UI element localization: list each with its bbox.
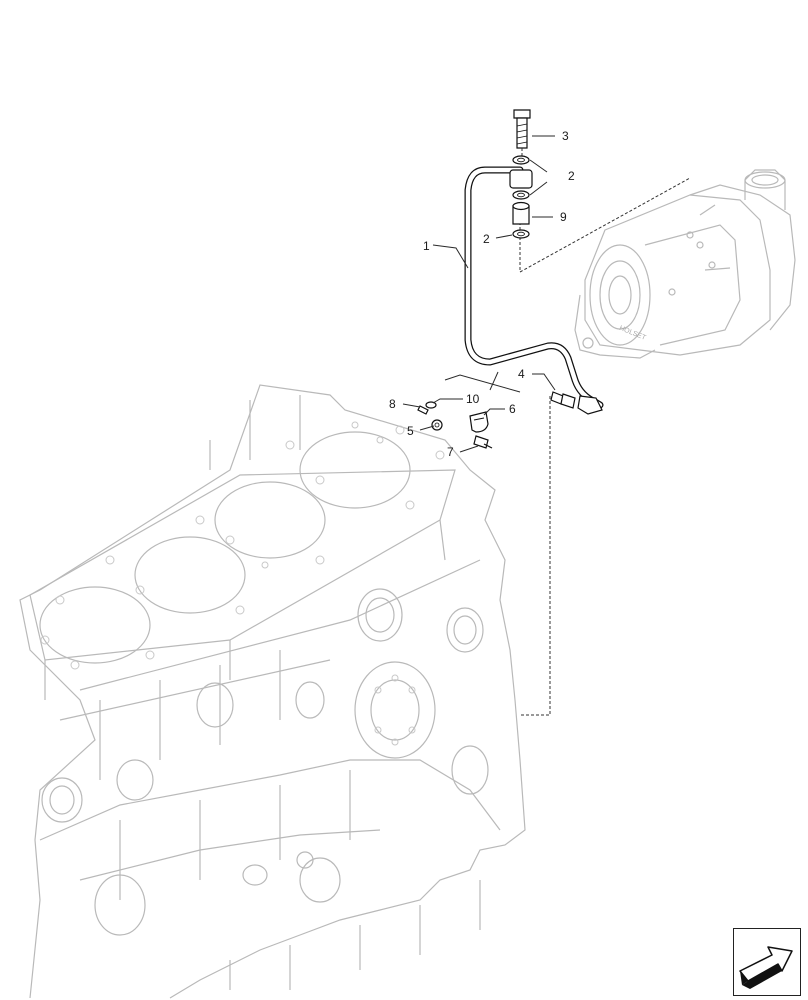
callout-8: 8 <box>389 397 396 411</box>
engine-block <box>19 384 526 999</box>
stud-holes <box>40 421 445 670</box>
callout-6: 6 <box>509 402 516 416</box>
callout-10: 10 <box>466 392 480 406</box>
callout-2-upper: 2 <box>568 169 575 183</box>
banjo-bolt <box>513 109 531 158</box>
callout-1: 1 <box>423 239 430 253</box>
core-plugs <box>41 588 489 823</box>
cylinder-bores <box>39 431 411 664</box>
callout-2-lower: 2 <box>483 232 490 246</box>
next-page-button[interactable] <box>733 928 801 996</box>
callout-9: 9 <box>560 210 567 224</box>
small-parts <box>417 109 576 449</box>
turbocharger: HOLSET <box>574 169 796 359</box>
callouts: 1 2 2 3 4 5 6 7 8 9 10 <box>389 129 575 459</box>
gear-housing <box>354 661 436 759</box>
callout-5: 5 <box>407 424 414 438</box>
oil-feed-pipe <box>464 166 604 415</box>
leader-lines <box>402 135 556 453</box>
callout-3: 3 <box>562 129 569 143</box>
next-page-arrow-icon <box>739 946 793 989</box>
callout-4: 4 <box>518 367 525 381</box>
reference-lines <box>519 177 691 716</box>
callout-7: 7 <box>447 445 454 459</box>
adapter-fitting <box>550 391 576 409</box>
